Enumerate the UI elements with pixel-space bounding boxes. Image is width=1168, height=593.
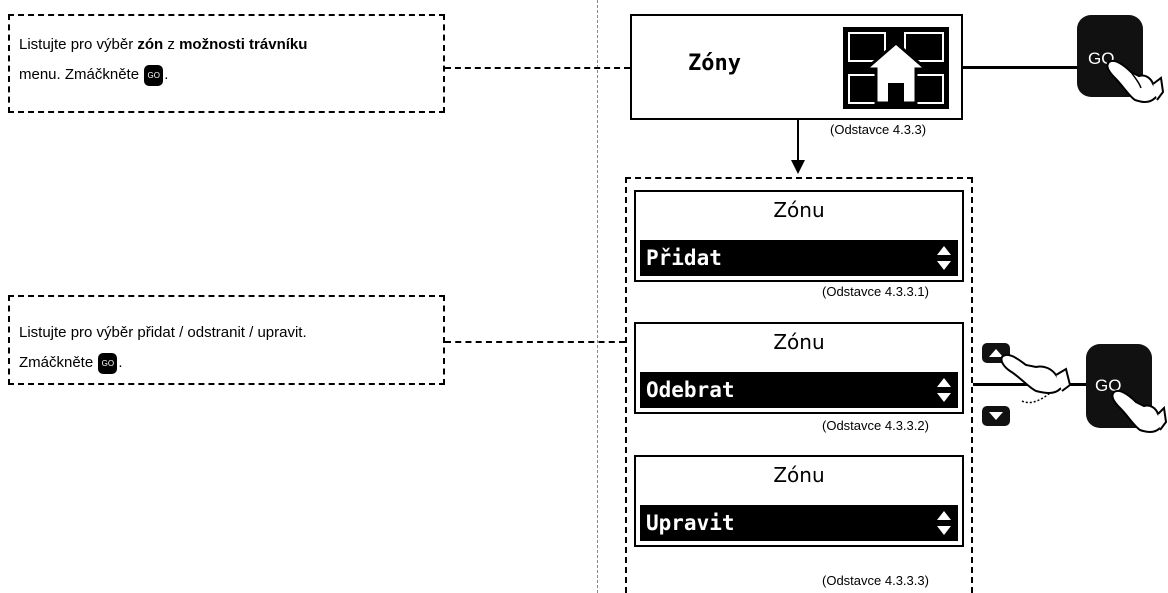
connector-line [445, 341, 625, 343]
screen-title: Zónu [773, 463, 825, 487]
submenu-group [625, 177, 973, 593]
down-arrow-icon [989, 412, 1003, 420]
pointing-hand-icon [1106, 60, 1165, 103]
scroll-arrows-icon [937, 246, 951, 270]
selection-bar: Přidat [640, 240, 958, 276]
note-text: z [163, 36, 180, 53]
go-button-icon: GO [98, 352, 118, 374]
submenu-caption: (Odstavce 4.3.3.1) [822, 284, 929, 299]
pointing-hand-icon [1000, 353, 1072, 404]
main-screen-caption: (Odstavce 4.3.3) [830, 122, 927, 137]
submenu-screen-add: Zónu Přidat [634, 190, 964, 282]
note-text: Listujte pro výběr [19, 36, 138, 53]
connector-line [963, 66, 1081, 69]
scroll-arrows-icon [937, 378, 951, 402]
note-actions-text: Listujte pro výběr přidat / odstranit / … [19, 318, 439, 378]
go-button-icon: GO [144, 64, 164, 86]
submenu-screen-edit: Zónu Upravit [634, 455, 964, 547]
note-box-zones [8, 14, 445, 113]
submenu-screen-remove: Zónu Odebrat [634, 322, 964, 414]
up-arrow-icon [989, 349, 1003, 357]
arrow-line [797, 120, 799, 165]
screen-title: Zónu [773, 198, 825, 222]
submenu-caption: (Odstavce 4.3.3.2) [822, 418, 929, 433]
note-bold: zón [137, 36, 164, 53]
main-screen-label: Zóny [688, 51, 741, 76]
main-screen-zones: Zóny [630, 14, 963, 120]
note-text: . [118, 354, 123, 371]
note-text: Listujte pro výběr přidat / odstranit / … [19, 324, 307, 341]
zone-map-house-icon [843, 27, 949, 109]
selection-label: Odebrat [646, 378, 735, 402]
note-text: menu. Zmáčkněte [19, 66, 144, 83]
selection-bar: Odebrat [640, 372, 958, 408]
note-box-actions [8, 295, 445, 385]
connector-line [445, 67, 630, 69]
pointing-hand-icon [1111, 390, 1168, 433]
column-separator [597, 0, 598, 593]
submenu-caption: (Odstavce 4.3.3.3) [822, 573, 929, 588]
note-text: Zmáčkněte [19, 354, 98, 371]
note-text: . [164, 66, 169, 83]
arrow-down-icon [791, 160, 805, 174]
scroll-arrows-icon [937, 511, 951, 535]
selection-bar: Upravit [640, 505, 958, 541]
selection-label: Přidat [646, 246, 722, 270]
note-zones-text: Listujte pro výběr zón z možnosti trávní… [19, 30, 439, 90]
down-button[interactable] [982, 406, 1010, 426]
note-bold: možnosti trávníku [179, 36, 308, 53]
go-button-label: GO [1095, 376, 1122, 395]
selection-label: Upravit [646, 511, 735, 535]
screen-title: Zónu [773, 330, 825, 354]
